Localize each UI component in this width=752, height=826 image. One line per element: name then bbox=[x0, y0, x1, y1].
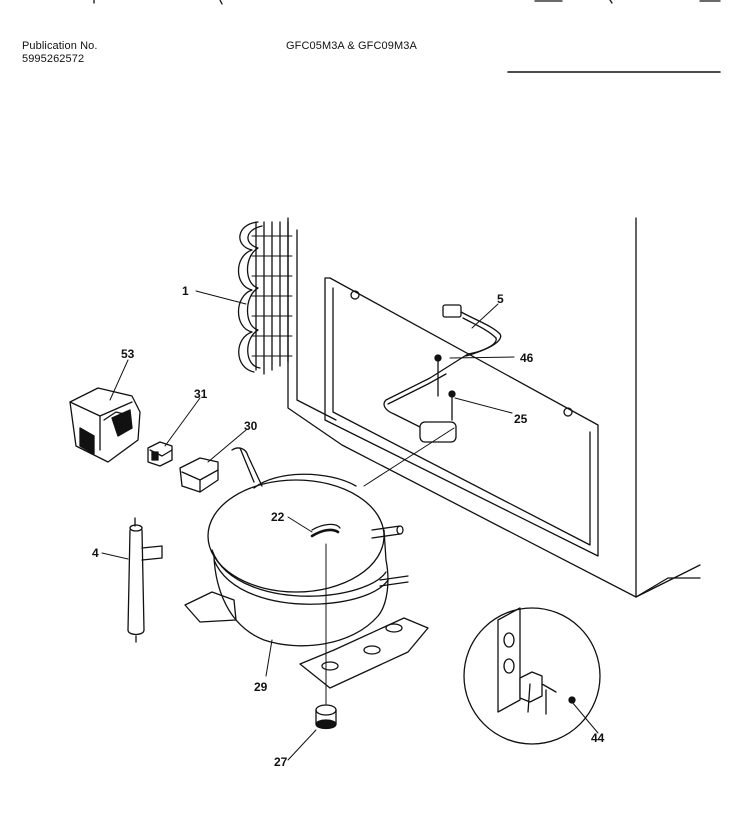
callout-25: 25 bbox=[514, 412, 528, 426]
callout-labels: 1 5 46 25 53 31 30 22 4 29 27 44 bbox=[92, 284, 605, 769]
relay-cover bbox=[69, 387, 141, 463]
publication-number: 5995262572 bbox=[22, 53, 85, 65]
filter-drier bbox=[127, 517, 163, 643]
callout-22: 22 bbox=[271, 510, 285, 524]
relay bbox=[147, 441, 173, 467]
callout-4: 4 bbox=[92, 546, 99, 560]
callout-44: 44 bbox=[591, 731, 605, 745]
overload-protector bbox=[179, 457, 219, 493]
callout-53: 53 bbox=[121, 347, 135, 361]
grommet bbox=[315, 704, 337, 730]
callout-46: 46 bbox=[520, 351, 534, 365]
callout-31: 31 bbox=[194, 387, 208, 401]
callout-30: 30 bbox=[244, 419, 258, 433]
top-marks bbox=[93, 0, 721, 73]
leader-lines bbox=[101, 290, 599, 761]
callout-5: 5 bbox=[497, 292, 504, 306]
condenser-coil bbox=[238, 221, 293, 375]
callout-29: 29 bbox=[254, 680, 268, 694]
callout-1: 1 bbox=[182, 284, 189, 298]
control-assembly bbox=[383, 304, 502, 443]
callout-27: 27 bbox=[274, 755, 288, 769]
power-cord-inset bbox=[463, 607, 601, 745]
compressor bbox=[184, 447, 429, 689]
publication-label: Publication No. bbox=[22, 40, 98, 52]
model-numbers: GFC05M3A & GFC09M3A bbox=[286, 40, 417, 52]
